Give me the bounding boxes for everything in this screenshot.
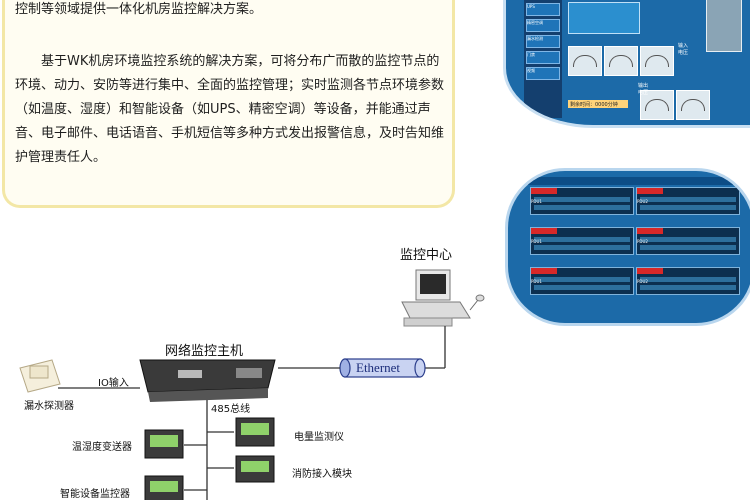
smart-monitor-label: 智能设备监控器 xyxy=(60,489,130,500)
gauge-icon xyxy=(640,90,674,120)
network-host-device xyxy=(139,359,276,402)
panel-label: 输入电压 xyxy=(678,43,689,56)
bus-label: 485总线 xyxy=(211,404,251,415)
ups-cabinet-image xyxy=(706,0,742,52)
gauge-icon xyxy=(604,46,638,76)
pdu-panel: PDU2 xyxy=(636,267,740,295)
fire-module-label: 消防接入模块 xyxy=(292,469,352,480)
pdu-title: PDU2 xyxy=(637,228,663,244)
sidebar-item: UPS xyxy=(526,3,560,16)
temp-humidity-label: 温湿度变送器 xyxy=(72,442,132,453)
computer-icon xyxy=(401,269,485,327)
sidebar-item: 精密空调 xyxy=(526,19,560,32)
sidebar-item: 门禁 xyxy=(526,51,560,64)
pdu-panel: PDU1 xyxy=(530,187,634,215)
pdu-monitor-screenshot: PDU1 PDU2 PDU1 PDU2 PDU1 PDU2 xyxy=(505,168,750,326)
pdu-title: PDU1 xyxy=(531,228,557,244)
gauge-icon xyxy=(676,90,710,120)
status-panel xyxy=(568,2,640,34)
temp-humidity-device-icon xyxy=(144,429,184,459)
pdu-title: PDU1 xyxy=(531,188,557,204)
io-input-label: IO输入 xyxy=(98,378,129,389)
ups-monitor-screenshot: UPS 精密空调 漏水检测 门禁 视频 输入电压 输出电压 剩余时间：0000分… xyxy=(503,0,750,128)
fire-module-device-icon xyxy=(235,455,275,483)
pdu-panel: PDU1 xyxy=(530,227,634,255)
smart-monitor-device-icon xyxy=(144,475,184,500)
power-meter-device-icon xyxy=(235,417,275,447)
sidebar-item: 漏水检测 xyxy=(526,35,560,48)
pdu-title: PDU2 xyxy=(637,188,663,204)
ethernet-cable xyxy=(339,358,426,378)
remaining-time-bar: 剩余时间：0000分钟 xyxy=(568,100,628,108)
pdu-panel: PDU2 xyxy=(636,187,740,215)
leak-detector-label: 漏水探测器 xyxy=(24,401,74,412)
remaining-time-text: 剩余时间：0000分钟 xyxy=(570,102,618,108)
intro-paragraph: 基于WK机房环境监控系统的解决方案，可将分布广而散的监控节点的环境、动力、安防等… xyxy=(15,54,445,165)
host-label: 网络监控主机 xyxy=(165,344,244,359)
pdu-title: PDU2 xyxy=(637,268,663,284)
screenshot-sidebar: UPS 精密空调 漏水检测 门禁 视频 xyxy=(524,0,562,118)
pdu-title: PDU1 xyxy=(531,268,557,284)
ethernet-label: Ethernet xyxy=(356,360,401,375)
pdu-panel: PDU1 xyxy=(530,267,634,295)
screenshot-header-bar xyxy=(528,177,733,185)
gauge-icon xyxy=(640,46,674,76)
power-meter-label: 电量监测仪 xyxy=(294,432,344,443)
panel-label: 输出电压 xyxy=(638,83,649,96)
monitor-center-label: 监控中心 xyxy=(400,248,453,263)
sidebar-item: 视频 xyxy=(526,67,560,80)
intro-panel: 控制等领域提供一体化机房监控解决方案。 基于WK机房环境监控系统的解决方案，可将… xyxy=(2,0,455,208)
pdu-panel: PDU2 xyxy=(636,227,740,255)
leak-detector-icon xyxy=(19,359,61,393)
intro-line-top: 控制等领域提供一体化机房监控解决方案。 xyxy=(15,2,263,17)
gauge-icon xyxy=(568,46,602,76)
